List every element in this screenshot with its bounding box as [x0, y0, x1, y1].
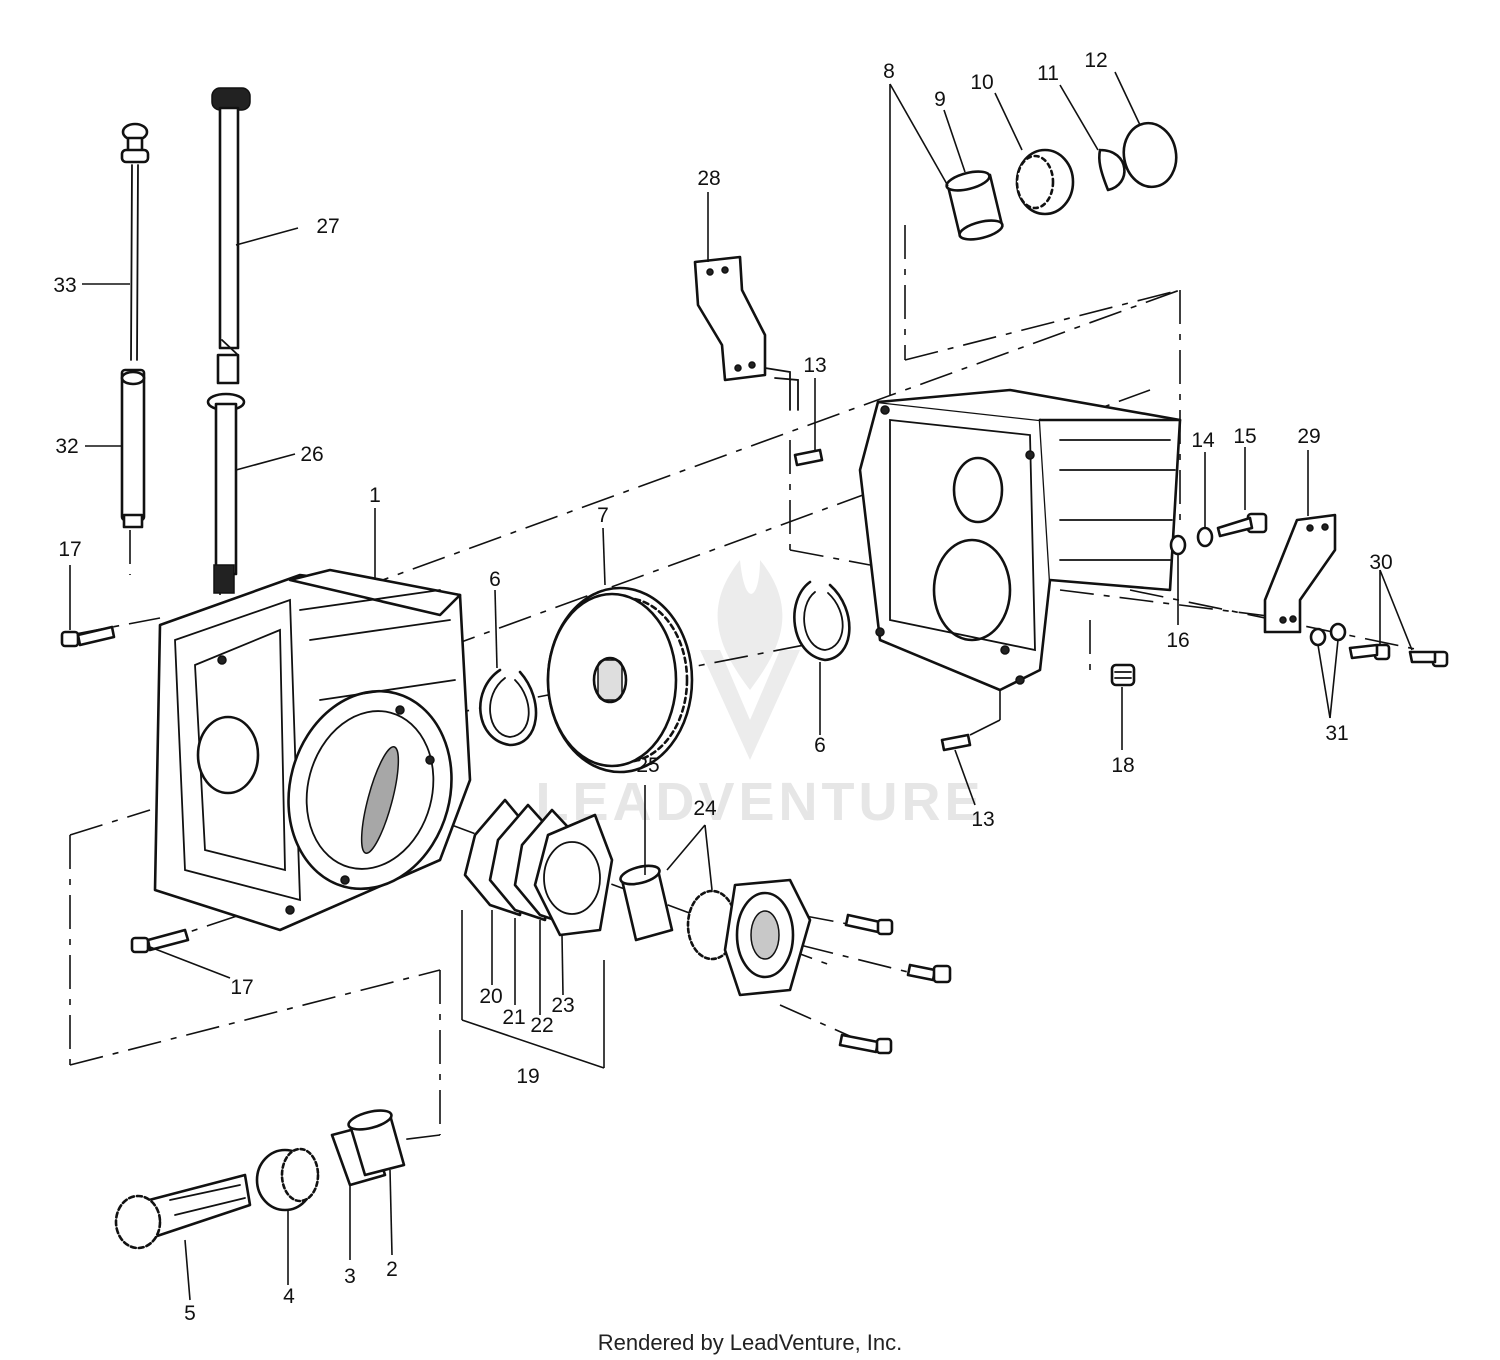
callout-6-right: 6 — [814, 734, 826, 757]
part-16-washer — [1169, 534, 1187, 556]
callout-21: 21 — [502, 1006, 525, 1029]
part-26-shaft-tube — [206, 392, 246, 594]
callout-27: 27 — [316, 215, 339, 238]
part-33-dipstick — [120, 122, 150, 361]
callout-5: 5 — [184, 1302, 196, 1325]
callout-13-lower: 13 — [971, 808, 994, 831]
callout-labels: 1 2 3 4 5 6 6 7 8 9 10 11 12 13 13 14 15… — [53, 49, 1392, 1325]
callout-4: 4 — [283, 1285, 295, 1308]
part-13-pin-lower — [940, 733, 972, 752]
callout-17-upper: 17 — [58, 538, 81, 561]
part-14-washer — [1196, 526, 1214, 548]
part-4-bearing — [255, 1147, 320, 1212]
callout-33: 33 — [53, 274, 76, 297]
callout-24: 24 — [693, 797, 717, 820]
watermark: LEADVENTURE — [535, 560, 984, 832]
watermark-text: LEADVENTURE — [535, 772, 984, 832]
callout-20: 20 — [479, 985, 502, 1008]
callout-1: 1 — [369, 484, 381, 507]
callout-31: 31 — [1325, 722, 1348, 745]
callout-2: 2 — [386, 1258, 398, 1281]
part-28-bracket — [693, 255, 799, 411]
part-1-left-housing — [153, 568, 472, 932]
callout-11: 11 — [1037, 62, 1059, 85]
part-19-group-bracket — [461, 910, 605, 1069]
part-24-bearing-retainer — [686, 878, 812, 997]
callout-17-lower: 17 — [230, 976, 253, 999]
callout-8: 8 — [883, 60, 895, 83]
callout-22: 22 — [530, 1014, 553, 1037]
callout-13-upper: 13 — [803, 354, 826, 377]
part-10-roller-bearing — [1015, 148, 1075, 216]
callout-14: 14 — [1191, 429, 1215, 452]
part-17-bolt-lower — [130, 928, 190, 954]
callout-15: 15 — [1233, 425, 1256, 448]
credit-text: Rendered by LeadVenture, Inc. — [598, 1330, 903, 1355]
part-13-pin-upper — [793, 448, 824, 467]
part-5-pinion-shaft — [114, 1173, 252, 1250]
part-25-bearing-cup — [619, 864, 674, 942]
callout-25: 25 — [636, 754, 659, 777]
callout-19: 19 — [516, 1065, 539, 1088]
part-17-bolt-upper — [60, 625, 116, 648]
part-30-bolts — [1348, 643, 1449, 668]
part-8-right-housing — [858, 388, 1182, 692]
part-18-plug — [1110, 663, 1136, 687]
callout-32: 32 — [55, 435, 78, 458]
part-6-snap-ring-left — [479, 668, 538, 747]
part-29-bracket — [1263, 513, 1337, 634]
part-11-retaining-ring — [1097, 148, 1126, 192]
callout-28: 28 — [697, 167, 720, 190]
callout-29: 29 — [1297, 425, 1320, 448]
part-23-cover — [533, 813, 614, 937]
callout-9: 9 — [934, 88, 946, 111]
part-27-shift-shaft — [211, 87, 251, 385]
callout-23: 23 — [551, 994, 574, 1017]
part-9-bearing-cup — [945, 170, 1004, 241]
part-7-gear — [546, 586, 694, 774]
callout-3: 3 — [344, 1265, 356, 1288]
callout-30: 30 — [1369, 551, 1392, 574]
callout-12: 12 — [1084, 49, 1107, 72]
leader-lines — [69, 71, 1413, 1301]
callout-6-left: 6 — [489, 568, 501, 591]
callout-7: 7 — [597, 504, 609, 527]
part-32-dipstick-tube — [120, 368, 146, 529]
callout-16: 16 — [1166, 629, 1189, 652]
part-6-snap-ring-right — [793, 580, 851, 662]
part-31-washers — [1309, 622, 1347, 647]
callout-26: 26 — [300, 443, 323, 466]
callout-10: 10 — [970, 71, 993, 94]
part-2-bearing-cup-outer — [347, 1109, 406, 1177]
retainer-bolts — [838, 913, 952, 1055]
callout-18: 18 — [1111, 754, 1134, 777]
part-15-bolt — [1216, 512, 1268, 538]
part-12-cover-plate — [1122, 121, 1178, 189]
